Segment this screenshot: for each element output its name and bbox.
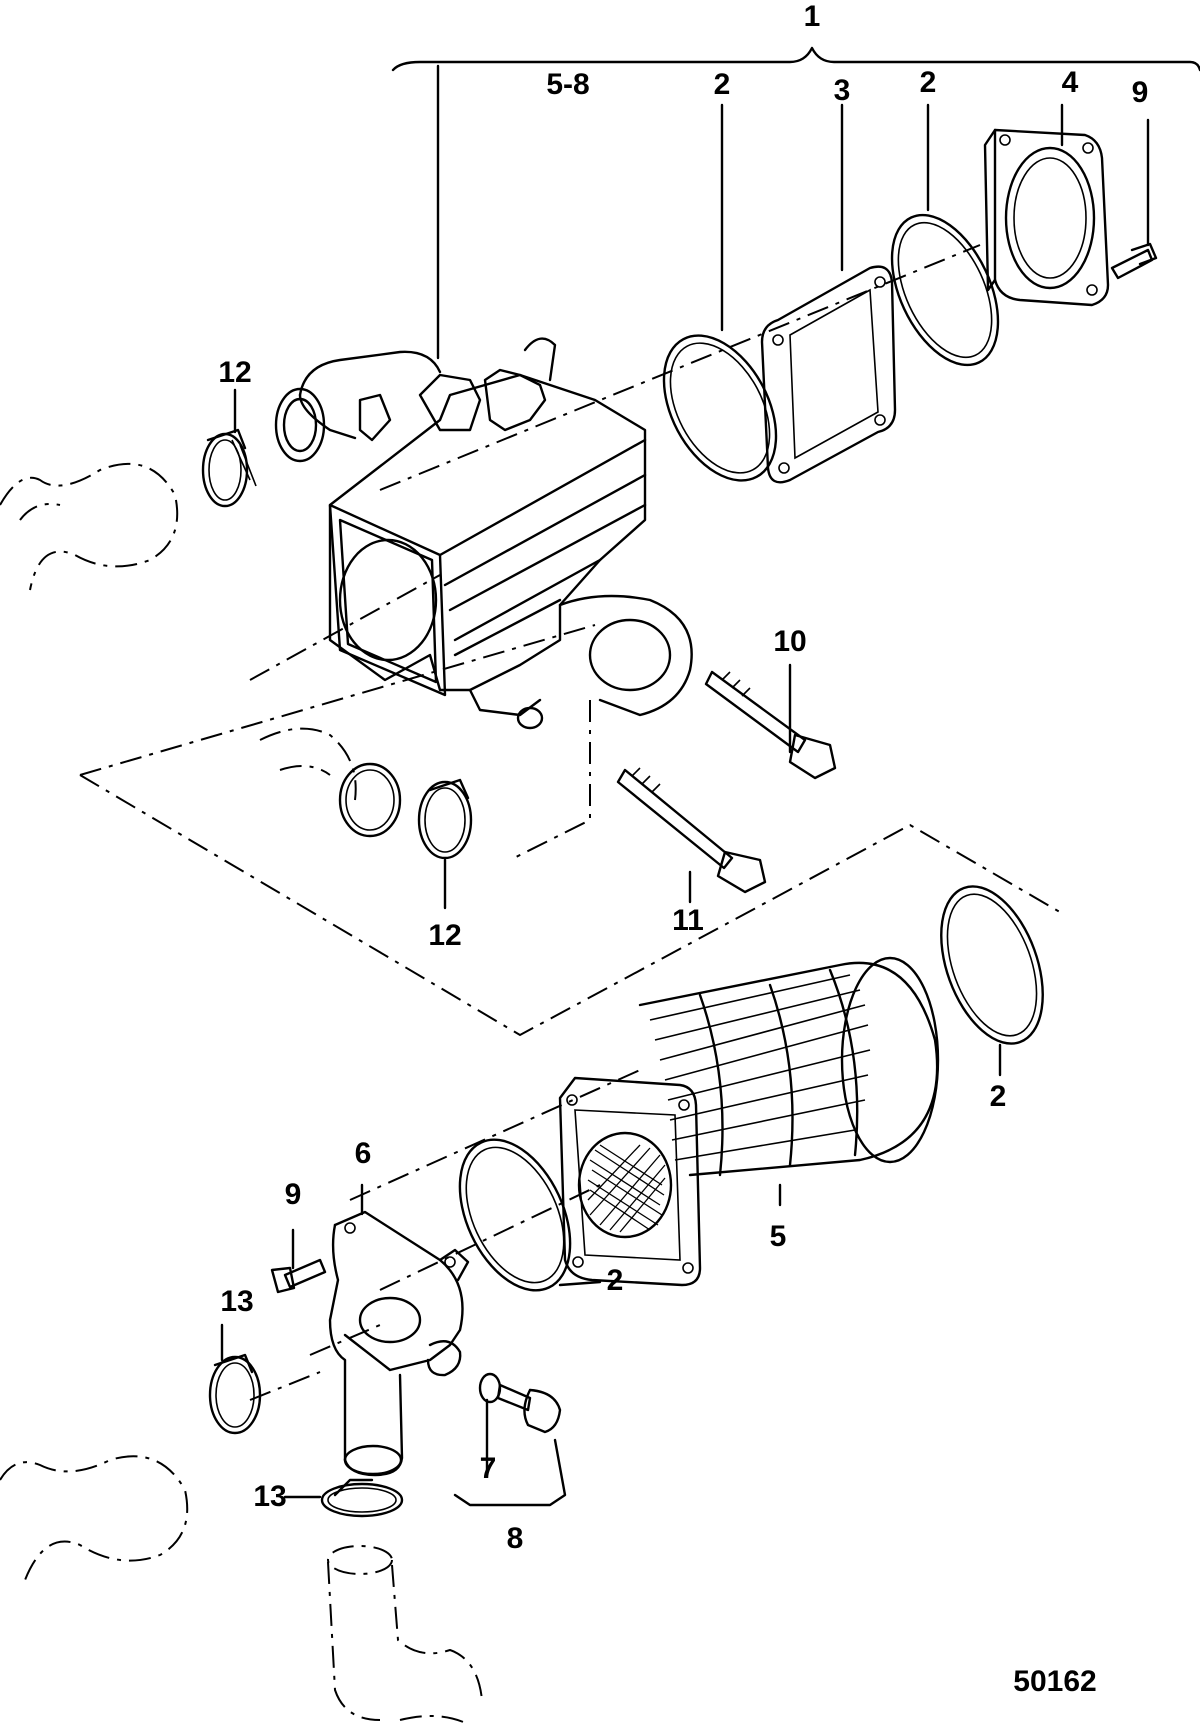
clamp-13-upper	[208, 1353, 262, 1435]
callout-3: 3	[834, 74, 851, 107]
callout-2-b: 2	[920, 66, 937, 99]
clamp-13-lower	[320, 1478, 404, 1518]
callout-6: 6	[355, 1137, 372, 1170]
o-ring-2-upper	[890, 213, 1000, 367]
exhaust-manifold-housing	[249, 244, 981, 730]
assembly-bracket	[391, 46, 1200, 360]
leader-lines	[220, 103, 1150, 1507]
callout-5: 5	[770, 1220, 787, 1253]
callout-2-c: 2	[990, 1080, 1007, 1113]
hose-upper-left	[0, 462, 179, 591]
callout-8: 8	[507, 1522, 524, 1555]
drain-plug	[496, 1383, 562, 1434]
o-ring-2-lower	[458, 1138, 572, 1292]
callout-1: 1	[804, 0, 821, 33]
callout-13-bottom: 13	[253, 1480, 286, 1513]
end-cap-4	[983, 128, 1110, 307]
heat-exchanger-core-5	[558, 956, 940, 1287]
callout-13-top: 13	[220, 1285, 253, 1318]
bolt-11	[616, 767, 767, 894]
lower-centerlines	[249, 1069, 641, 1401]
clamp-12-lower	[338, 762, 473, 860]
callout-5-8: 5-8	[546, 68, 589, 101]
bolt-9-top	[1110, 242, 1158, 280]
callout-9-top: 9	[1132, 76, 1149, 109]
gasket-3	[760, 265, 897, 484]
callout-2-d: 2	[607, 1264, 624, 1297]
callout-4: 4	[1062, 66, 1079, 99]
bolt-9-lower	[270, 1258, 327, 1294]
callout-9-bottom: 9	[285, 1178, 302, 1211]
callout-10: 10	[773, 625, 806, 658]
bolt-10	[704, 670, 837, 780]
callout-12-top: 12	[218, 356, 251, 389]
callout-12-bottom: 12	[428, 919, 461, 952]
end-cover-6	[328, 1210, 470, 1477]
hose-middle-left	[259, 727, 357, 801]
callout-2-a: 2	[714, 68, 731, 101]
assembly-dashed-outline	[79, 624, 1066, 1037]
callout-11: 11	[672, 904, 704, 937]
o-ring-2-right	[940, 885, 1044, 1045]
callout-labels: 1 5-8 2 3 2 4 9 12 10 11 12 2 6 9 5 2 13…	[218, 0, 1148, 1698]
callout-7: 7	[480, 1452, 497, 1485]
o-ring-2-top	[662, 334, 778, 482]
clamp-12-upper	[201, 428, 257, 508]
hose-lower-bottom	[327, 1545, 483, 1726]
hose-lower-left	[0, 1455, 189, 1581]
figure-number: 50162	[1013, 1665, 1096, 1698]
